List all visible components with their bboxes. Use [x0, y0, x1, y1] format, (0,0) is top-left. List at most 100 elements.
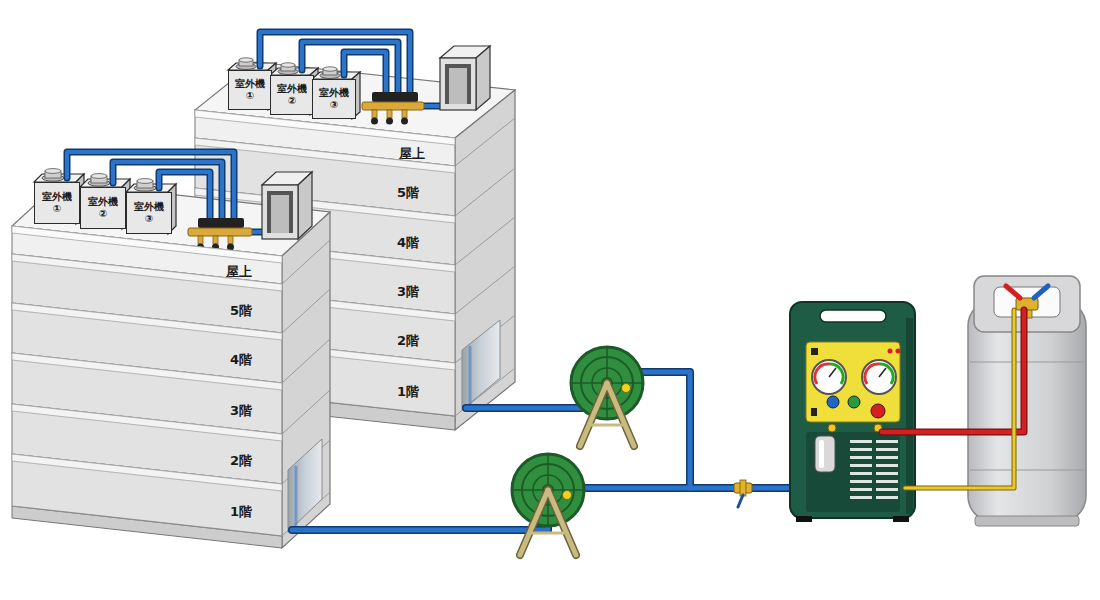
recovery-machine [806, 342, 900, 422]
unit-label: 室外機 ② [81, 196, 125, 220]
recovery-machine [876, 440, 898, 443]
charge-hose [905, 310, 1014, 488]
pipe-shaft-opening [288, 439, 322, 532]
outdoor-unit-body [137, 179, 153, 184]
building-side-face [455, 168, 515, 216]
unit-label: 室外機 ③ [313, 87, 355, 111]
recovery-machine [893, 516, 909, 522]
outdoor-unit-body [281, 63, 295, 67]
outdoor-unit-box: 室外機 ② [80, 187, 126, 229]
recovery-machine [876, 496, 898, 499]
recovery-machine [850, 456, 872, 459]
hose-reel [520, 490, 548, 555]
unit-label: 室外機 ③ [127, 201, 171, 225]
pipe-shaft-box [440, 58, 476, 110]
building-side-face [282, 289, 330, 333]
charge-hose [882, 310, 1024, 432]
hose-reel [571, 347, 643, 446]
manifold [362, 102, 424, 110]
recovery-machine [871, 404, 885, 418]
hose-reel [607, 383, 634, 446]
pipe-shaft-box [262, 172, 312, 239]
pipe-shaft-box [476, 46, 490, 110]
manifold [198, 218, 244, 228]
outdoor-unit-body [34, 169, 176, 234]
recovery-hose [580, 486, 736, 491]
recovery-machine [815, 436, 835, 472]
building-side-face [455, 90, 515, 430]
unit-label: 室外機 ① [35, 191, 79, 215]
unit-label: 室外機 ② [271, 83, 313, 107]
building-side-face [455, 118, 515, 166]
hose-reel [563, 491, 572, 500]
floor-label: 2階 [397, 332, 419, 350]
tee-valve [738, 495, 743, 507]
hose-reel [548, 490, 576, 555]
hose-reel [520, 490, 548, 555]
recovery-machine [850, 440, 898, 499]
refrigerant-cylinder [1006, 286, 1020, 298]
floor-slab-strip [195, 110, 455, 145]
floor-slab-strip [12, 454, 282, 491]
floor-label: 5階 [397, 184, 419, 202]
manifold [372, 92, 418, 102]
recovery-machine [790, 302, 915, 522]
hose-reel [580, 383, 607, 446]
recovery-machine [876, 448, 898, 451]
recovery-machine [848, 396, 860, 408]
floor-slab-strip [12, 353, 282, 390]
unit-label: 室外機 ① [229, 78, 271, 102]
recovery-machine [790, 302, 915, 518]
floor-slab-strip [12, 254, 282, 291]
recovery-machine [820, 310, 886, 322]
outdoor-unit-box: 室外機 ① [34, 182, 80, 224]
recovery-hose [640, 372, 690, 488]
hose-reel [590, 424, 624, 427]
recovery-machine [850, 488, 872, 491]
building-side-face [455, 118, 515, 416]
floor-label: 5階 [230, 302, 252, 320]
building-side-face [282, 240, 330, 536]
floor-label: 3階 [397, 283, 419, 301]
floor-band-face [12, 454, 282, 536]
recovery-machine [796, 516, 812, 522]
floor-slab-strip [12, 226, 282, 263]
pipe-shaft-box [271, 195, 289, 233]
recovery-machine [896, 349, 901, 354]
building-side-face [455, 217, 515, 265]
manifold [188, 218, 252, 251]
tee-valve [734, 480, 752, 507]
hose-reel [580, 383, 607, 446]
recovery-machine [829, 364, 843, 384]
hose-reel [530, 532, 566, 535]
recovery-machine [879, 364, 893, 384]
outdoor-unit-box: 室外機 ③ [126, 192, 172, 234]
recovery-machine [876, 480, 898, 483]
manifold [213, 236, 218, 244]
manifold [198, 236, 203, 244]
manifold [386, 118, 393, 125]
pipe-shaft-box [298, 172, 312, 239]
floor-label: 4階 [397, 234, 419, 252]
recovery-machine [827, 396, 839, 408]
building-side-face [282, 240, 330, 284]
floor-label: 屋上 [399, 145, 425, 163]
building-side-face [282, 212, 330, 548]
floor-label: 1階 [397, 383, 419, 401]
floor-label: 屋上 [226, 263, 252, 281]
recovery-machine [850, 472, 872, 475]
hose-reel [548, 490, 576, 555]
pipe-shaft-opening [462, 320, 500, 410]
recovery-machine [876, 456, 898, 459]
recovery-machine [876, 472, 898, 475]
recovery-machine [811, 348, 818, 355]
pipe-shaft-opening [469, 346, 472, 404]
outdoor-unit-body [91, 174, 107, 179]
manifold [372, 110, 377, 118]
outdoor-unit-box: 室外機 ② [270, 75, 314, 115]
recovery-machine [812, 360, 846, 394]
outdoor-unit-box: 室外機 ③ [312, 79, 356, 119]
manifold [228, 236, 233, 244]
outdoor-unit-box: 室外機 ① [228, 70, 272, 110]
hose-reel [622, 384, 631, 393]
